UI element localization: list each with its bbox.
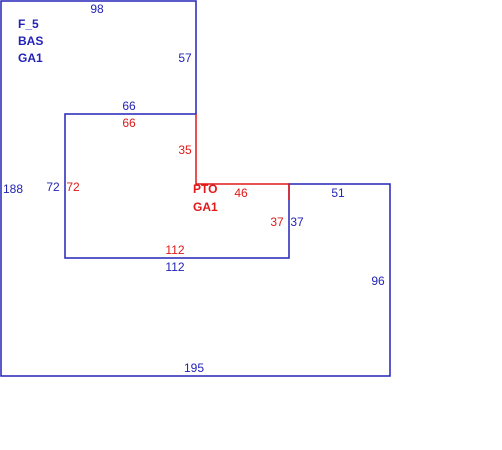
outer-dim-step-top: 51 (331, 186, 345, 200)
outer-dim-bottom: 195 (184, 361, 204, 375)
outer-dim-left: 188 (3, 182, 23, 196)
outer-dim-notch-bottom: 112 (165, 260, 184, 274)
outer-area-label-line-2: BAS (18, 34, 43, 48)
outer-dim-notch-top: 66 (122, 99, 136, 113)
inner-dim-top: 66 (122, 116, 136, 130)
outer-dim-step-left: 37 (290, 215, 304, 229)
outer-dim-top: 98 (90, 2, 104, 16)
inner-area-label-line-2: GA1 (193, 200, 218, 214)
inner-area-label-line-1: PTO (193, 182, 217, 196)
inner-dim-bottom: 112 (165, 243, 184, 257)
outer-dim-right-upper: 57 (178, 51, 192, 65)
outer-dim-right-lower: 96 (371, 274, 385, 288)
outer-area-outline (0, 0, 391, 377)
inner-dim-step-top: 46 (234, 186, 248, 200)
outer-area-label-line-3: GA1 (18, 51, 43, 65)
inner-area-outline (195, 114, 290, 200)
outer-dim-notch-left: 72 (46, 180, 60, 194)
inner-dim-right-lower: 37 (270, 215, 284, 229)
outer-area-label-line-1: F_5 (18, 17, 39, 31)
inner-dim-left: 72 (66, 180, 80, 194)
inner-dim-right-upper: 35 (178, 143, 192, 157)
